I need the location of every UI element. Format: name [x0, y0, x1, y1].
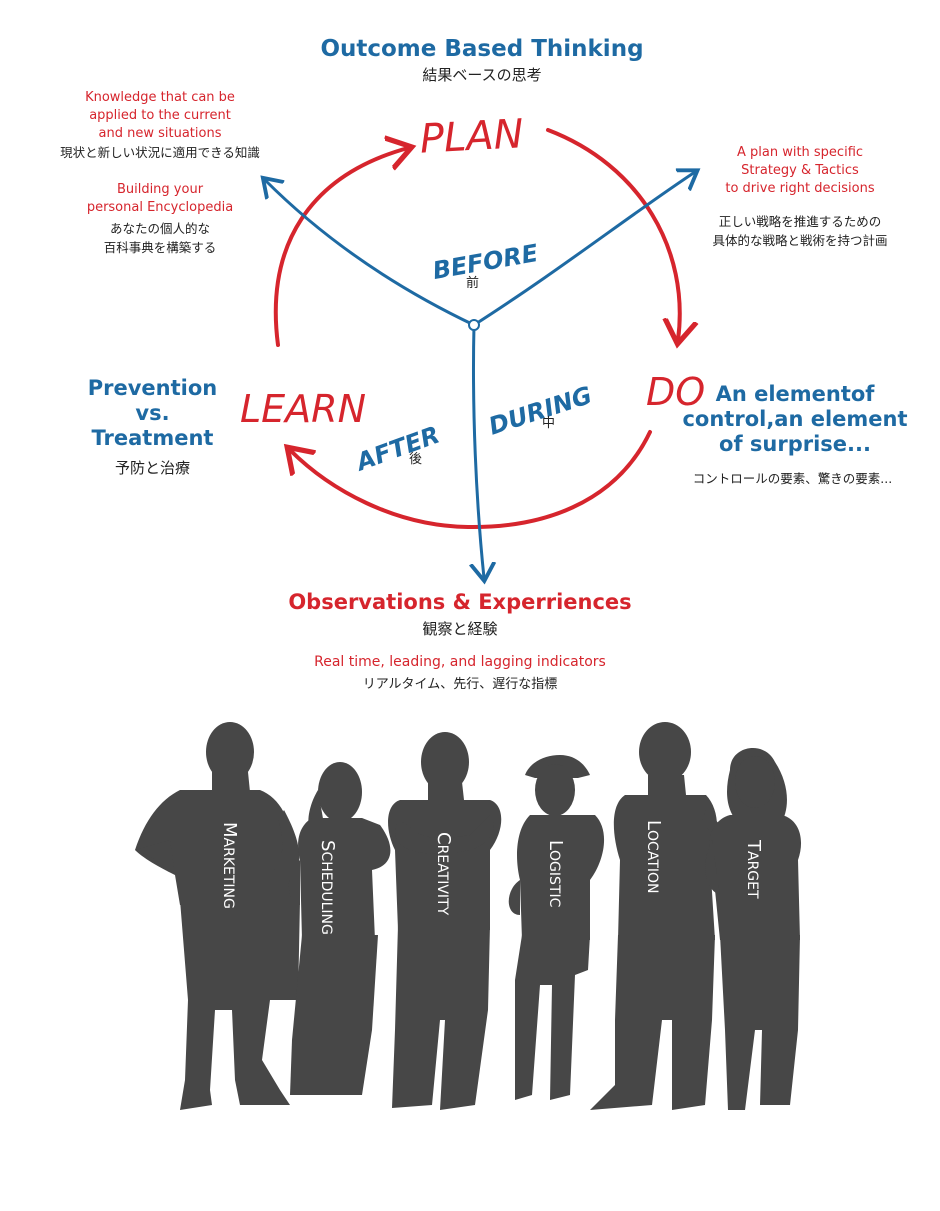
arc-do-to-learn	[290, 430, 652, 530]
encyclopedia-jp-1: あなたの個人的な	[109, 221, 210, 236]
plan-note-line-2: Strategy & Tactics	[741, 163, 859, 178]
encyclopedia-note: Building your personal Encyclopedia あなたの…	[60, 181, 260, 257]
label-scheduling-rest: CHEDULING	[318, 851, 334, 934]
after-jp-label: 後	[409, 452, 422, 467]
arc-plan-to-do	[546, 128, 680, 340]
label-logistic: LOGISTIC	[545, 840, 566, 908]
label-location-first: L	[643, 820, 664, 830]
control-line-2: control,an element	[682, 407, 908, 431]
axis-down	[473, 323, 484, 578]
prevention-line-3: Treatment	[91, 426, 214, 450]
control-line-3: of surprise...	[719, 432, 871, 456]
plan-note-jp-2: 具体的な戦略と戦術を持つ計画	[712, 233, 888, 248]
knowledge-line-3: and new situations	[98, 126, 222, 141]
before-jp-label: 前	[466, 275, 479, 291]
control-note: An elementof control,an element of surpr…	[680, 382, 910, 457]
silhouette-logistic	[508, 755, 605, 1100]
learn-label: LEARN	[240, 387, 366, 431]
label-marketing: MARKETING	[219, 822, 240, 909]
prevention-line-1: Prevention	[87, 376, 218, 400]
title-japanese: 結果ベースの思考	[422, 66, 542, 84]
before-label: BEFORE	[431, 239, 541, 285]
label-creativity-first: C	[433, 832, 454, 845]
silhouette-location	[590, 722, 729, 1110]
plan-note-line-3: to drive right decisions	[725, 181, 875, 196]
label-creativity-rest: REATIVITY	[434, 845, 450, 916]
silhouette-marketing	[135, 722, 300, 1110]
plan-note-jp-1: 正しい戦略を推進するための	[718, 214, 882, 229]
prevention-japanese: 予防と治療	[114, 459, 190, 477]
label-target: TARGET	[743, 839, 764, 899]
observations-title: Observations & Experriences	[288, 590, 632, 614]
plan-note-japanese: 正しい戦略を推進するための 具体的な戦略と戦術を持つ計画	[690, 212, 910, 250]
during-jp-label: 中	[542, 416, 555, 431]
label-location-rest: OCATION	[644, 830, 660, 893]
knowledge-note: Knowledge that can be applied to the cur…	[40, 89, 280, 162]
axis-before-left	[265, 180, 476, 327]
silhouette-scheduling	[288, 762, 391, 1095]
control-japanese-wrap: コントロールの要素、驚きの要素...	[660, 469, 925, 488]
arc-learn-to-plan	[273, 148, 408, 347]
diagram-title: Outcome Based Thinking 結果ベースの思考	[0, 36, 940, 85]
label-location: LOCATION	[643, 820, 664, 894]
silhouette-target	[705, 748, 802, 1110]
title-english: Outcome Based Thinking	[320, 36, 644, 62]
label-target-first: T	[743, 839, 764, 852]
do-label: DO	[646, 370, 705, 414]
indicators-japanese: リアルタイム、先行、遅行な指標	[362, 677, 558, 692]
silhouette-creativity	[388, 732, 502, 1110]
people-silhouettes: MARKETING SCHEDULING CREATIVITY LOGISTIC…	[135, 722, 802, 1110]
label-logistic-first: L	[545, 840, 566, 850]
plan-note-line-1: A plan with specific	[736, 145, 864, 160]
encyclopedia-jp-2: 百科事典を構築する	[103, 240, 217, 255]
axis-center	[468, 319, 480, 331]
label-marketing-rest: ARKETING	[220, 838, 236, 909]
label-logistic-rest: OGISTIC	[546, 850, 562, 908]
label-target-rest: ARGET	[744, 851, 760, 899]
knowledge-line-1: Knowledge that can be	[85, 90, 235, 105]
prevention-note: Prevention vs. Treatment 予防と治療	[70, 376, 235, 478]
encyclopedia-line-2: personal Encyclopedia	[86, 200, 234, 215]
label-marketing-first: M	[219, 822, 240, 838]
label-scheduling: SCHEDULING	[317, 840, 338, 935]
label-creativity: CREATIVITY	[433, 832, 454, 916]
plan-label: PLAN	[419, 111, 525, 162]
knowledge-japanese: 現状と新しい状況に適用できる知識	[60, 145, 260, 160]
indicators-english: Real time, leading, and lagging indicato…	[314, 654, 606, 670]
label-scheduling-first: S	[317, 840, 338, 851]
observations-japanese: 観察と経験	[422, 620, 498, 638]
observations-block: Observations & Experriences 観察と経験 Real t…	[200, 590, 720, 692]
axis-before-right	[472, 172, 695, 327]
control-line-1: An elementof	[715, 382, 875, 406]
control-japanese: コントロールの要素、驚きの要素...	[692, 471, 893, 486]
plan-note: A plan with specific Strategy & Tactics …	[700, 144, 900, 198]
knowledge-line-2: applied to the current	[89, 108, 231, 123]
encyclopedia-line-1: Building your	[116, 182, 204, 197]
during-label: DURING	[485, 381, 595, 441]
cycle-diagram: PLAN DO LEARN BEFORE 前 DURING 中 AFTER 後	[240, 111, 705, 700]
prevention-line-2: vs.	[135, 401, 170, 425]
